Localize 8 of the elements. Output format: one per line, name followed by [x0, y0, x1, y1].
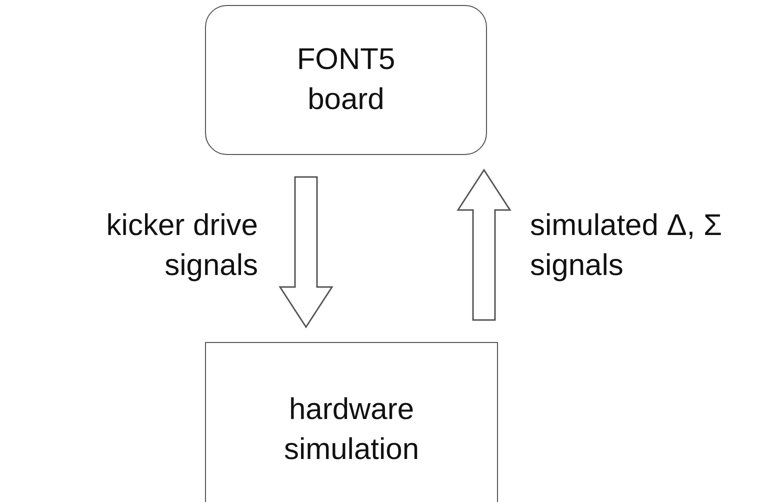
block-arrow — [456, 168, 512, 321]
edge-label: kicker drive signals — [105, 208, 258, 284]
edge-label: simulated Δ, Σ signals — [530, 208, 723, 284]
rounded-box — [205, 5, 487, 155]
block-arrow — [278, 176, 334, 328]
node-label: hardware simulation — [282, 392, 420, 468]
node-label: FONT5 board — [296, 42, 396, 118]
process-box — [205, 342, 498, 502]
